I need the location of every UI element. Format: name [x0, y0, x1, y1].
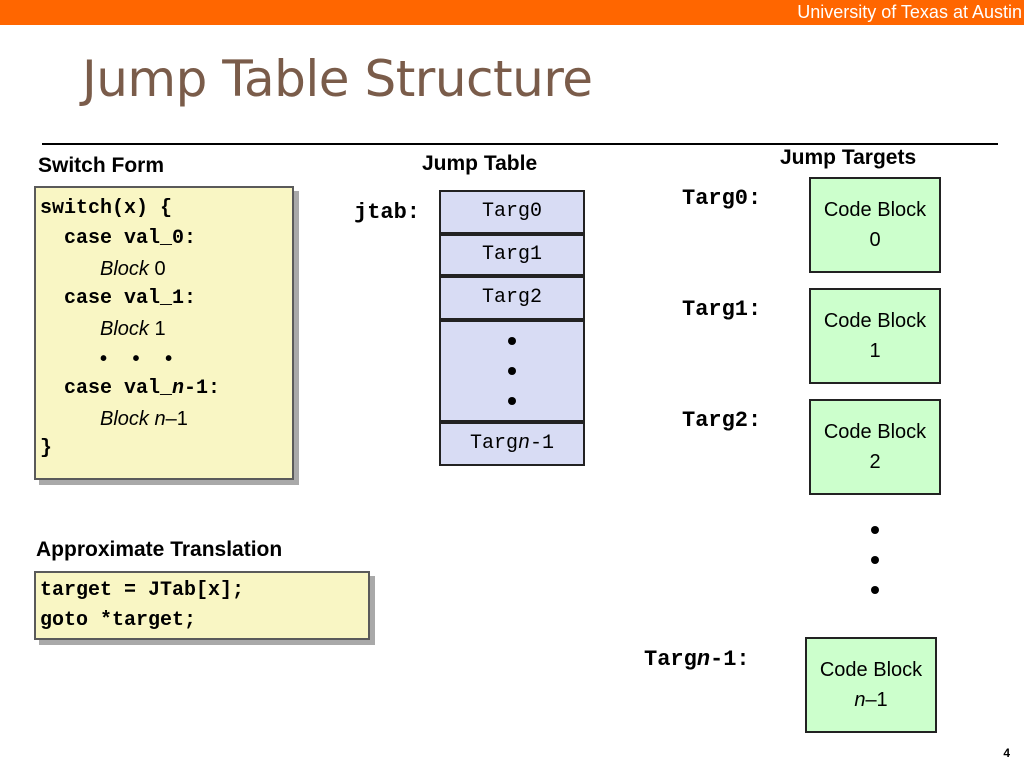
label-segment: -1:	[710, 647, 750, 672]
code-block-title: Code Block	[823, 199, 927, 221]
code-block-n: n	[854, 689, 866, 711]
ellipsis-dot	[508, 337, 516, 345]
ellipsis-dot	[871, 586, 879, 594]
code-line: target = JTab[x];	[40, 579, 245, 602]
jump-targets-heading: Jump Targets	[780, 146, 917, 169]
block-number: –1	[165, 408, 188, 430]
switch-form-heading: Switch Form	[38, 154, 165, 177]
code-line: Block 0	[100, 254, 166, 286]
ellipsis-dot	[871, 526, 879, 534]
code-line: case val_0:	[40, 227, 197, 250]
slide-title: Jump Table Structure	[82, 50, 593, 108]
target-label: Targn-1:	[644, 647, 750, 672]
code-segment-italic: n	[172, 377, 185, 400]
code-line: case val_1:	[40, 287, 197, 310]
code-line: case val_n-1:	[40, 374, 220, 404]
block-word: Block	[100, 258, 149, 280]
entry-segment-italic: n	[517, 432, 530, 455]
ellipsis-dot	[871, 556, 879, 564]
target-label: Targ2:	[682, 408, 762, 433]
top-banner: University of Texas at Austin	[0, 0, 1024, 25]
label-segment-italic: n	[696, 647, 711, 672]
block-word: Block n	[100, 408, 166, 430]
jump-table-ellipsis-cell	[439, 320, 585, 422]
ellipsis-dot	[508, 397, 516, 405]
code-segment: case val_	[40, 377, 173, 400]
code-line: switch(x) {	[40, 197, 173, 220]
code-block-title: Code Block	[823, 310, 927, 332]
code-block: Code Block 2	[809, 399, 941, 495]
code-block-number: 1	[869, 340, 881, 362]
code-block-number: n–1	[807, 685, 935, 715]
code-block-number: 2	[869, 451, 881, 473]
code-block-rest: –1	[865, 689, 888, 711]
code-segment: -1:	[184, 377, 221, 400]
block-number: 0	[148, 258, 166, 280]
ellipsis-dots: • • •	[100, 348, 183, 370]
label-segment: Targ	[644, 647, 697, 672]
jump-table-heading: Jump Table	[422, 152, 538, 175]
jump-table-entry: Targ0	[439, 190, 585, 234]
entry-segment: -1	[530, 432, 555, 455]
page-number: 4	[1003, 746, 1010, 760]
switch-form-code-box: switch(x) { case val_0: Block 0 case val…	[34, 186, 294, 480]
code-block-number: 0	[869, 229, 881, 251]
entry-segment: Targ	[469, 432, 518, 455]
code-block-title: Code Block	[823, 421, 927, 443]
translation-heading: Approximate Translation	[36, 538, 283, 561]
code-line: goto *target;	[40, 609, 197, 632]
block-word: Block	[100, 318, 149, 340]
translation-code-box: target = JTab[x]; goto *target;	[34, 571, 370, 640]
code-block: Code Block n–1	[805, 637, 937, 733]
code-block: Code Block 0	[809, 177, 941, 273]
code-block: Code Block 1	[809, 288, 941, 384]
target-label: Targ1:	[682, 297, 762, 322]
code-line: Block n–1	[100, 404, 188, 436]
code-block-title: Code Block	[819, 659, 923, 681]
institution-name: University of Texas at Austin	[797, 2, 1022, 22]
block-number: 1	[148, 318, 166, 340]
jump-table-entry: Targn-1	[439, 422, 585, 466]
code-line: }	[40, 437, 53, 460]
jump-table-entry: Targ2	[439, 276, 585, 320]
target-label: Targ0:	[682, 186, 762, 211]
jtab-label: jtab:	[354, 200, 421, 225]
jump-table-entry: Targ1	[439, 234, 585, 276]
code-line: Block 1	[100, 314, 166, 346]
title-divider	[42, 143, 998, 145]
ellipsis-dot	[508, 367, 516, 375]
